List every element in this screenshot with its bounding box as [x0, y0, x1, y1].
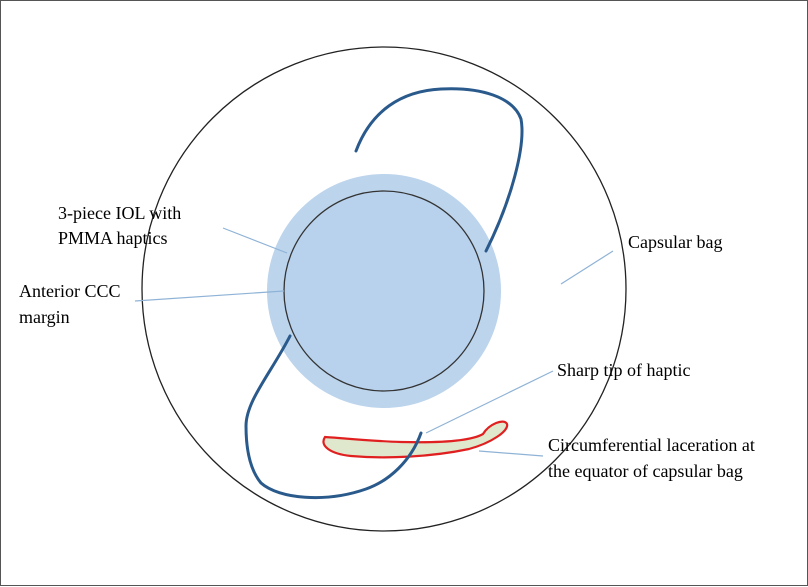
ccc-label-line-2: margin	[19, 307, 70, 327]
laceration-label-line-2: the equator of capsular bag	[548, 461, 743, 481]
ccc-leader-line	[134, 290, 285, 302]
capsular-bag-leader-line	[560, 250, 614, 285]
upper-haptic	[354, 87, 524, 253]
capsular-bag-label: Capsular bag	[628, 232, 722, 252]
laceration-leader-line	[478, 450, 544, 457]
iol-label: 3-piece IOL with PMMA haptics	[58, 203, 186, 248]
iol-label-line-1: 3-piece IOL with	[58, 203, 181, 223]
iol-label-line-2: PMMA haptics	[58, 228, 168, 248]
laceration-label-line-1: Circumferential laceration at	[548, 435, 755, 455]
sharp-tip-leader-line	[425, 370, 554, 434]
sharp-tip-label: Sharp tip of haptic	[557, 360, 690, 380]
ccc-margin-circle	[283, 190, 485, 392]
capsular-bag-outline	[141, 46, 627, 532]
iol-leader-line	[222, 227, 288, 254]
ccc-label-line-1: Anterior CCC	[19, 281, 121, 301]
lower-haptic	[244, 334, 423, 499]
ccc-label: Anterior CCC margin	[19, 281, 125, 327]
laceration-shape	[322, 420, 509, 459]
laceration-label: Circumferential laceration at the equato…	[548, 435, 759, 481]
